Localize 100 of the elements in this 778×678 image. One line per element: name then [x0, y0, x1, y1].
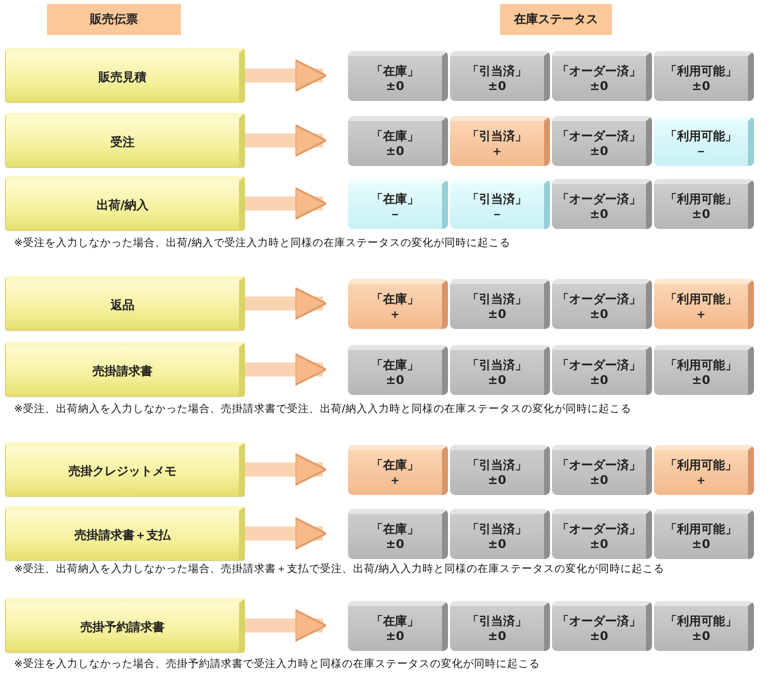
status-text: －	[491, 206, 503, 222]
status-text: ±0	[692, 628, 710, 644]
status-text: ±0	[590, 536, 608, 552]
status-text: 「在庫」	[371, 192, 419, 206]
status-box	[348, 509, 448, 559]
status-text: ±0	[692, 536, 710, 552]
header-label: 販売伝票	[47, 4, 181, 35]
status-text: ±0	[488, 628, 506, 644]
status-text: 「在庫」	[371, 292, 419, 306]
status-text: 「利用可能」	[665, 458, 737, 472]
status-box	[552, 51, 652, 101]
status-text: 「引当済」	[467, 64, 527, 78]
status-text: ±0	[590, 472, 608, 488]
status-box	[348, 601, 448, 651]
status-text: ±0	[590, 628, 608, 644]
document-box: 返品	[5, 276, 245, 331]
document-box: 売掛クレジットメモ	[5, 442, 245, 497]
status-text: 「在庫」	[371, 64, 419, 78]
status-text: 「利用可能」	[665, 128, 737, 144]
status-text: 「利用可能」	[665, 358, 737, 372]
note-text: ※受注、出荷納入を入力しなかった場合、売掛請求書＋支払で受注、出荷/納入入力時と同様の在庫ステータスの変化が同時に起こる	[14, 562, 664, 576]
status-text: ±0	[590, 372, 608, 388]
status-box	[450, 279, 550, 329]
status-box	[348, 345, 448, 395]
status-text: ±0	[488, 472, 506, 488]
status-text: ＋	[389, 306, 401, 322]
status-text: ±0	[386, 536, 404, 552]
status-text: ±0	[590, 144, 608, 158]
status-text: 「引当済」	[467, 192, 527, 206]
status-text: ±0	[590, 78, 608, 94]
status-text: 「オーダー済」	[557, 522, 641, 536]
status-box	[552, 345, 652, 395]
status-box	[552, 279, 652, 329]
status-text: 「引当済」	[467, 358, 527, 372]
status-text: ＋	[695, 306, 707, 322]
header-label: 在庫ステータス	[500, 4, 612, 35]
note-text: ※受注、出荷納入を入力しなかった場合、売掛請求書で受注、出荷/納入入力時と同様の在庫ステータスの変化が同時に起こる	[14, 402, 632, 416]
status-text: 「引当済」	[467, 522, 527, 536]
status-text: 「在庫」	[371, 458, 419, 472]
status-box	[552, 116, 652, 166]
status-text: ＋	[695, 472, 707, 488]
document-box: 受注	[5, 113, 245, 168]
status-text: 「オーダー済」	[557, 614, 641, 628]
status-text: 「利用可能」	[665, 614, 737, 628]
document-box: 売掛請求書	[5, 342, 245, 397]
status-box	[450, 345, 550, 395]
status-box	[348, 51, 448, 101]
note-text: ※受注を入力しなかった場合、出荷/納入で受注入力時と同様の在庫ステータスの変化が同時に起こる	[14, 236, 510, 250]
status-text: 「利用可能」	[665, 522, 737, 536]
status-text: 「利用可能」	[665, 292, 737, 306]
status-text: ±0	[386, 628, 404, 644]
status-text: ±0	[692, 372, 710, 388]
status-text: 「オーダー済」	[557, 358, 641, 372]
arrow	[245, 453, 327, 486]
status-box	[450, 116, 550, 166]
status-text: 「在庫」	[371, 128, 419, 144]
document-box: 出荷/納入	[5, 176, 245, 231]
status-box	[450, 509, 550, 559]
document-box: 販売見積	[5, 48, 245, 103]
status-text: 「引当済」	[467, 614, 527, 628]
status-text: 「オーダー済」	[557, 64, 641, 78]
status-box	[348, 445, 448, 495]
status-text: ＋	[389, 472, 401, 488]
arrow	[245, 517, 327, 550]
status-text: 「引当済」	[467, 128, 527, 144]
document-box: 売掛予約請求書	[5, 598, 245, 653]
status-box	[450, 601, 550, 651]
status-text: －	[695, 144, 707, 158]
status-text: ±0	[590, 206, 608, 222]
arrow	[245, 59, 327, 92]
arrow	[245, 187, 327, 220]
status-box	[450, 51, 550, 101]
status-box	[654, 116, 754, 166]
arrow	[245, 124, 327, 157]
status-text: ±0	[386, 372, 404, 388]
status-text: 「引当済」	[467, 458, 527, 472]
arrow	[245, 609, 327, 642]
status-text: 「オーダー済」	[557, 192, 641, 206]
status-box	[348, 279, 448, 329]
status-box	[654, 509, 754, 559]
status-box	[348, 179, 448, 229]
status-text: 「引当済」	[467, 292, 527, 306]
status-text: ±0	[692, 206, 710, 222]
status-box	[654, 445, 754, 495]
status-box	[552, 601, 652, 651]
status-box	[654, 51, 754, 101]
status-text: 「オーダー済」	[557, 128, 641, 144]
status-box	[654, 279, 754, 329]
arrow	[245, 287, 327, 320]
document-box: 売掛請求書＋支払	[5, 506, 245, 561]
status-box	[552, 179, 652, 229]
status-text: 「利用可能」	[665, 64, 737, 78]
note-text: ※受注を入力しなかった場合、売掛予約請求書で受注入力時と同様の在庫ステータスの変化が同時に起こる	[14, 657, 540, 671]
status-text: ±0	[386, 144, 404, 158]
status-text: 「利用可能」	[665, 192, 737, 206]
status-text: －	[389, 206, 401, 222]
status-box	[552, 509, 652, 559]
status-text: ±0	[386, 78, 404, 94]
status-text: 「オーダー済」	[557, 458, 641, 472]
status-box	[654, 601, 754, 651]
